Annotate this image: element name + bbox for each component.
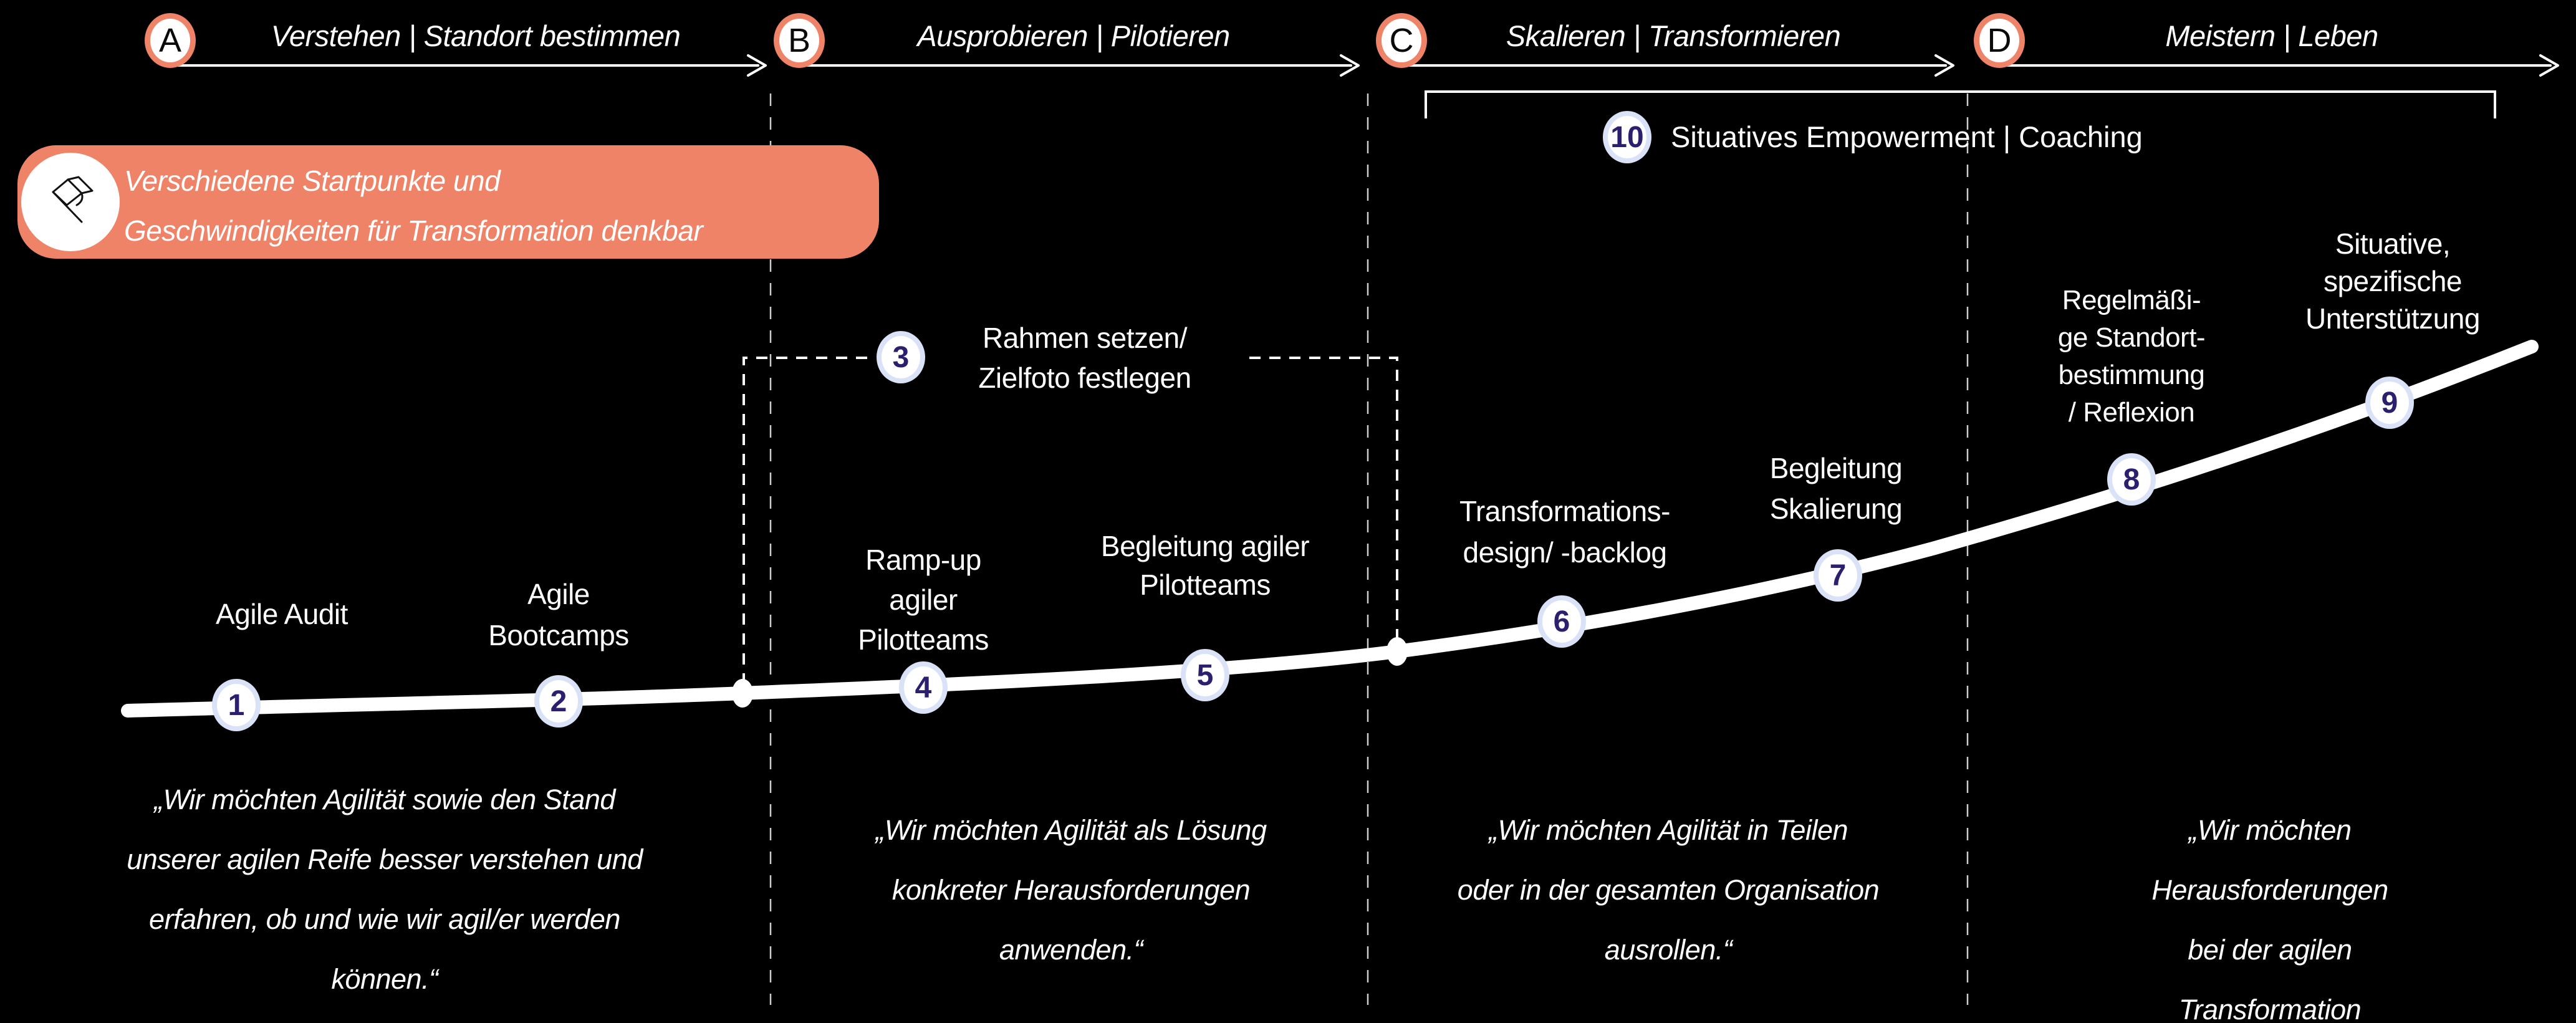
phase-a-arrow (169, 54, 767, 77)
milestone-3-circle: 3 (877, 331, 925, 383)
milestone-3-bracket-right (1249, 357, 1398, 644)
quote-phase-a: „Wir möchten Agilität sowie den Stand un… (127, 784, 643, 995)
phase-a-badge: A (145, 13, 196, 68)
milestone-5-number: 5 (1196, 658, 1214, 692)
milestone-6-number: 6 (1553, 605, 1570, 638)
milestone-6-circle: 6 (1537, 595, 1586, 648)
phase-b-label: Ausprobieren | Pilotieren (917, 19, 1230, 52)
milestone-8-number: 8 (2123, 463, 2140, 496)
quote-phase-b: „Wir möchten Agilität als Lösung konkret… (875, 814, 1267, 966)
milestone-10-circle: 10 (1603, 111, 1651, 163)
milestone-1-circle: 1 (212, 679, 261, 731)
quote-phase-c: „Wir möchten Agilität in Teilen oder in … (1457, 814, 1880, 966)
phase-c-label: Skalieren | Transformieren (1506, 19, 1841, 52)
milestone-9-circle: 9 (2365, 377, 2414, 429)
milestone-2-circle: 2 (534, 675, 583, 728)
empowerment-bracket (1425, 90, 2496, 118)
milestone-3-number: 3 (892, 340, 910, 374)
flag-badge (21, 153, 120, 251)
phase-c-badge: C (1376, 13, 1427, 68)
phase-d-arrow (1998, 54, 2559, 77)
phase-d-letter: D (1987, 22, 2012, 59)
phase-c-arrow (1400, 54, 1954, 77)
quote-phase-d: „Wir möchten Herausforderungen bei der a… (2151, 814, 2388, 1023)
milestone-5-circle: 5 (1181, 649, 1229, 701)
milestone-3-label: Rahmen setzen/ Zielfoto festlegen (978, 322, 1191, 394)
milestone-2-number: 2 (550, 684, 567, 718)
milestone-4-circle: 4 (899, 661, 948, 714)
milestone-9-number: 9 (2381, 386, 2398, 420)
milestone-6-label: Transformations- design/ -backlog (1459, 495, 1670, 569)
milestone-10-number: 10 (1610, 120, 1644, 154)
milestone-4-label: Ramp-up agiler Pilotteams (858, 544, 989, 656)
milestone-8-circle: 8 (2107, 453, 2156, 506)
milestone-7-number: 7 (1829, 559, 1847, 592)
milestone-7-circle: 7 (1814, 549, 1862, 602)
milestone-10-label: Situatives Empowerment | Coaching (1671, 120, 2143, 153)
milestone-8-label: Regelmäßi- ge Standort- bestimmung / Ref… (2057, 285, 2206, 428)
phase-b-badge: B (774, 13, 825, 68)
milestone-4-number: 4 (915, 671, 932, 704)
phase-b-arrow (798, 54, 1360, 77)
milestone-1-number: 1 (228, 688, 245, 722)
milestone-1-label: Agile Audit (216, 598, 348, 630)
curve-node-dot-c (1387, 637, 1408, 666)
milestone-2-label: Agile Bootcamps (488, 578, 629, 651)
phase-b-letter: B (787, 22, 811, 59)
phase-a-letter: A (158, 22, 182, 59)
startpoints-callout: Verschiedene Startpunkte und Geschwindig… (17, 145, 879, 259)
phase-d-label: Meistern | Leben (2165, 19, 2378, 52)
milestone-7-label: Begleitung Skalierung (1769, 452, 1903, 525)
milestone-9-label: Situative, spezifische Unterstützung (2305, 228, 2480, 335)
curve-node-dot-b (732, 679, 753, 708)
milestone-5-label: Begleitung agiler Pilotteams (1100, 530, 1310, 601)
flag-icon (39, 170, 102, 235)
phase-c-letter: C (1389, 22, 1414, 59)
phase-a-label: Verstehen | Standort bestimmen (271, 19, 681, 52)
milestone-3-bracket-left (743, 357, 870, 684)
phase-d-badge: D (1974, 13, 2025, 68)
callout-text: Verschiedene Startpunkte und Geschwindig… (124, 165, 703, 247)
